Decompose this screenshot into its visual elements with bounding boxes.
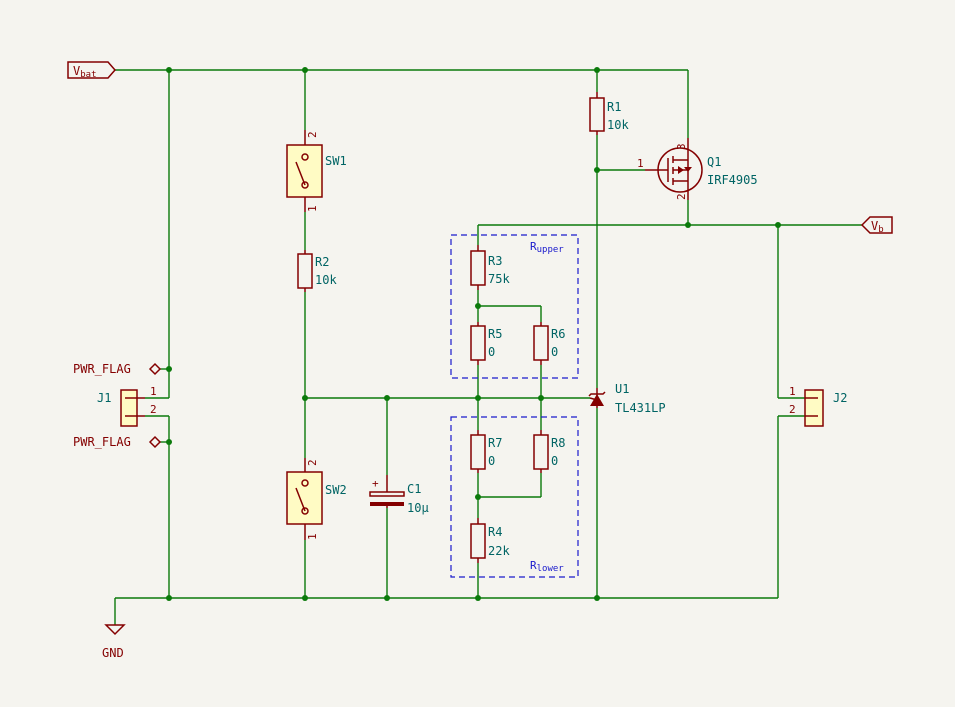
r7-value: 0	[488, 454, 495, 468]
rlower-block: Rlower	[450, 416, 579, 578]
svg-text:2: 2	[306, 131, 319, 138]
junction	[302, 395, 308, 401]
rupper-label: Rupper	[530, 240, 564, 255]
r1-resistor: R1 10k	[589, 92, 629, 135]
svg-text:2: 2	[306, 459, 319, 466]
c1-ref: C1	[407, 482, 421, 496]
junction	[475, 395, 481, 401]
junction	[384, 595, 390, 601]
q1-value: IRF4905	[707, 173, 758, 187]
q1-mosfet: 1 3 2 Q1 IRF4905	[637, 138, 758, 200]
r7-resistor: R7 0	[470, 430, 502, 473]
svg-text:2: 2	[675, 193, 688, 200]
svg-text:2: 2	[789, 403, 796, 416]
sw2-switch: 2 1 SW2	[286, 458, 347, 540]
u1-shunt-reference: U1 TL431LP	[588, 382, 666, 415]
gnd-symbol: GND	[102, 624, 126, 660]
junction	[302, 595, 308, 601]
j1-connector: 1 2 J1	[97, 385, 157, 427]
pwr-flag-bottom: PWR_FLAG	[73, 435, 162, 449]
r2-value: 10k	[315, 273, 337, 287]
junction	[166, 439, 172, 445]
r3-ref: R3	[488, 254, 502, 268]
svg-text:2: 2	[150, 403, 157, 416]
junction	[594, 67, 600, 73]
r6-ref: R6	[551, 327, 565, 341]
r8-resistor: R8 0	[533, 430, 565, 473]
rlower-label: Rlower	[530, 559, 564, 574]
junction	[166, 595, 172, 601]
r4-resistor: R4 22k	[470, 518, 510, 563]
r7-ref: R7	[488, 436, 502, 450]
vb-label: Vb	[860, 216, 893, 235]
sw1-ref: SW1	[325, 154, 347, 168]
sw2-ref: SW2	[325, 483, 347, 497]
r2-resistor: R2 10k	[297, 250, 337, 292]
vbat-label: Vbat	[67, 61, 116, 80]
svg-text:1: 1	[306, 205, 319, 212]
svg-text:GND: GND	[102, 646, 124, 660]
junction	[475, 303, 481, 309]
sw1-switch: 2 1 SW1	[286, 130, 347, 212]
j2-connector: 1 2 J2	[789, 385, 847, 427]
j1-ref: J1	[97, 391, 111, 405]
r8-value: 0	[551, 454, 558, 468]
svg-text:1: 1	[150, 385, 157, 398]
r4-value: 22k	[488, 544, 510, 558]
u1-ref: U1	[615, 382, 629, 396]
r6-value: 0	[551, 345, 558, 359]
pwr-flag-top: PWR_FLAG	[73, 362, 162, 376]
junction	[475, 595, 481, 601]
j2-ref: J2	[833, 391, 847, 405]
r3-resistor: R3 75k	[470, 245, 510, 290]
r5-ref: R5	[488, 327, 502, 341]
svg-text:1: 1	[789, 385, 796, 398]
c1-value: 10µ	[407, 501, 429, 515]
r4-ref: R4	[488, 525, 502, 539]
r5-value: 0	[488, 345, 495, 359]
junction	[166, 67, 172, 73]
r2-ref: R2	[315, 255, 329, 269]
r3-value: 75k	[488, 272, 510, 286]
c1-polarity: +	[372, 477, 379, 490]
junction	[538, 395, 544, 401]
junctions	[166, 67, 781, 601]
u1-value: TL431LP	[615, 401, 666, 415]
r1-ref: R1	[607, 100, 621, 114]
r5-resistor: R5 0	[470, 322, 502, 365]
q1-ref: Q1	[707, 155, 721, 169]
junction	[775, 222, 781, 228]
r1-value: 10k	[607, 118, 629, 132]
svg-text:3: 3	[675, 143, 688, 150]
svg-text:Vbat: Vbat	[73, 64, 97, 80]
junction	[302, 67, 308, 73]
junction	[166, 366, 172, 372]
svg-text:Vb: Vb	[871, 219, 884, 235]
c1-capacitor: + C1 10µ	[369, 475, 429, 515]
r8-ref: R8	[551, 436, 565, 450]
svg-text:PWR_FLAG: PWR_FLAG	[73, 435, 131, 449]
svg-text:PWR_FLAG: PWR_FLAG	[73, 362, 131, 376]
junction	[384, 395, 390, 401]
junction	[685, 222, 691, 228]
junction	[594, 595, 600, 601]
svg-text:1: 1	[306, 533, 319, 540]
svg-text:1: 1	[637, 157, 644, 170]
r6-resistor: R6 0	[533, 322, 565, 365]
junction	[594, 167, 600, 173]
rupper-block: Rupper	[450, 234, 579, 379]
junction	[475, 494, 481, 500]
